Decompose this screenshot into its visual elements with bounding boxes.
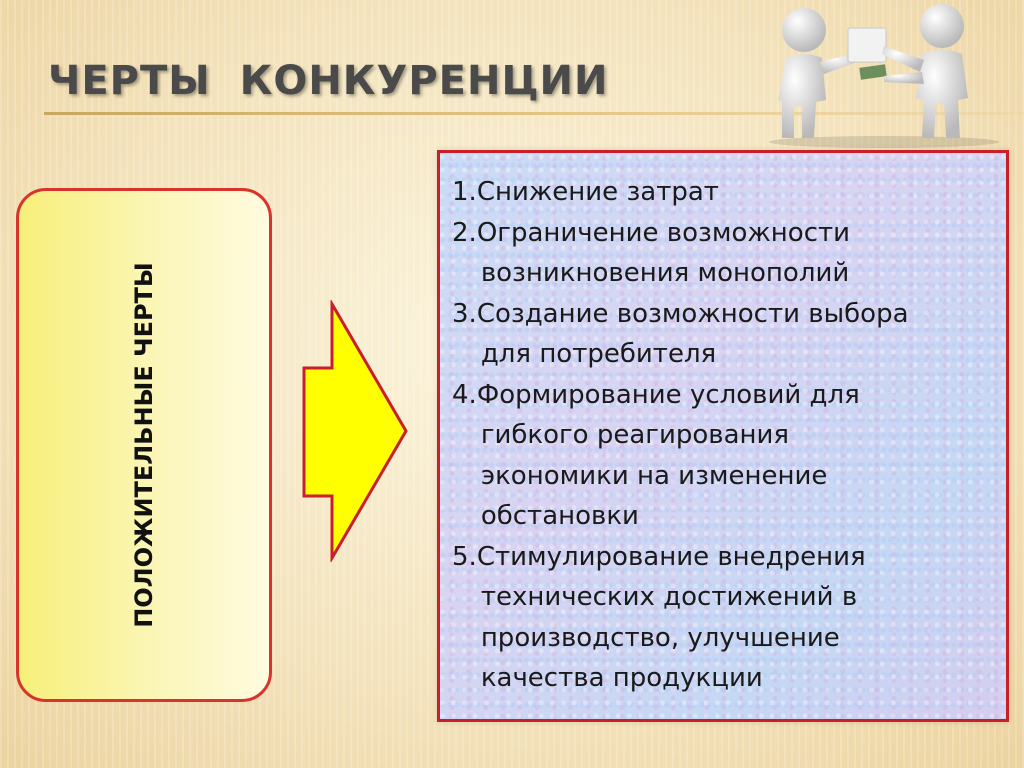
list-item: 4.Формирование условий для гибкого реагир… — [452, 375, 952, 537]
list-item-number: 5. — [452, 541, 477, 572]
list-item-text-line: для потребителя — [480, 339, 717, 369]
two-figures-handing-box-icon — [769, 4, 999, 148]
list-item-text-line: возникновения монополий — [480, 258, 850, 288]
features-list-box — [437, 150, 1009, 722]
title-underline — [44, 112, 1024, 115]
list-item: 1.Снижение затрат — [452, 172, 952, 213]
list-item: 3.Создание возможности выбора для потреби… — [452, 294, 952, 375]
list-item-text-line: Снижение затрат — [476, 177, 719, 207]
list-item-number: 4. — [452, 379, 477, 410]
list-item-text-line: технических достижений в — [480, 582, 858, 612]
slide-title: ЧЕРТЫ КОНКУРЕНЦИИ — [48, 58, 609, 104]
right-arrow-icon — [302, 300, 408, 562]
list-item: 2.Ограничение возможности возникновения м… — [452, 213, 952, 294]
list-item-text-line: качества продукции — [480, 663, 763, 693]
list-item-text-line: Создание возможности выбора — [476, 298, 909, 329]
list-item-text-line: Стимулирование внедрения — [476, 541, 866, 572]
list-item-text-line: гибкого реагирования — [480, 420, 790, 450]
list-item-number: 3. — [452, 298, 477, 329]
positive-features-box — [16, 188, 272, 702]
list-item-text-line: обстановки — [480, 501, 639, 531]
list-item-number: 2. — [452, 217, 477, 248]
list-item-text-line: производство, улучшение — [480, 622, 840, 653]
list-item-text-line: Формирование условий для — [476, 379, 860, 410]
list-item-text-line: экономики на изменение — [480, 460, 828, 491]
positive-features-label: ПОЛОЖИТЕЛЬНЫЕ ЧЕРТЫ — [130, 262, 158, 628]
list-item-number: 1. — [452, 177, 477, 207]
list-item: 5.Стимулирование внедрения технических до… — [452, 537, 952, 699]
list-item-text-line: Ограничение возможности — [476, 217, 851, 248]
